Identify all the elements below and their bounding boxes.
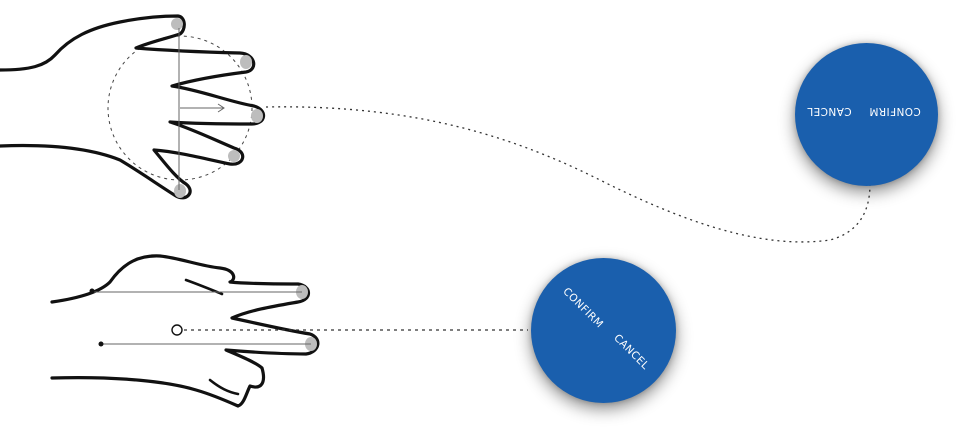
thumb-crease [184,278,224,296]
fingertip-pinky [174,184,186,198]
fingertip-ring [228,150,240,162]
top-confirm-cancel-dial[interactable]: CONFIRM CANCEL [795,43,938,186]
fingertip-thumb [171,18,183,30]
bottom-confirm-cancel-dial[interactable]: CONFIRM CANCEL [531,258,676,403]
dial-cancel-label[interactable]: CANCEL [807,105,852,117]
rotation-center-marker [171,324,183,336]
dial-confirm-label[interactable]: CONFIRM [560,285,606,331]
hand-outline [0,14,266,200]
fingertip-middle [251,109,263,123]
arrow-icon [217,103,225,113]
anchor-dot [89,288,95,294]
top-hand-illustration [0,14,266,200]
top-connector-path [265,106,871,243]
dial-confirm-label[interactable]: CONFIRM [869,105,921,117]
knuckle-crease [208,378,240,396]
bottom-hand-illustration [50,254,320,408]
fingertip-index [240,55,252,69]
hand-outline [50,254,320,408]
anchor-dot [98,341,104,347]
dial-cancel-label[interactable]: CANCEL [611,331,652,373]
